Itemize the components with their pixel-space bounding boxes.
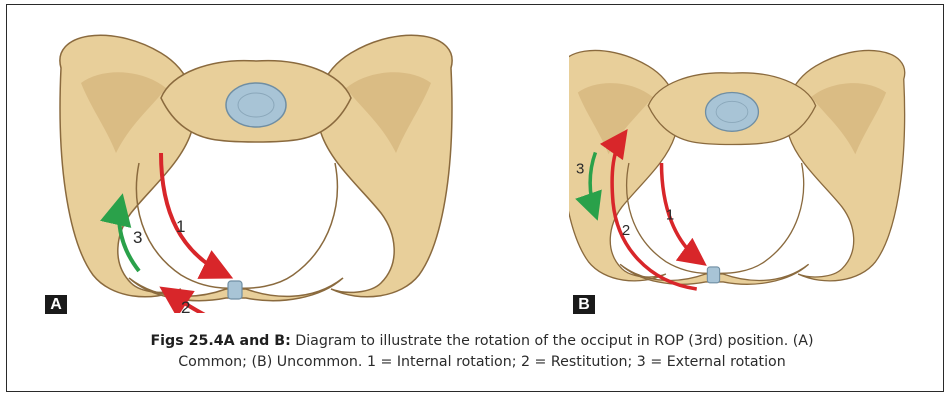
figure-caption: Figs 25.4A and B: Diagram to illustrate … xyxy=(67,331,897,373)
pubic-symphysis xyxy=(707,267,719,283)
pelvis-illustration-b: 1 2 3 xyxy=(569,13,939,313)
label-external-rotation: 3 xyxy=(133,228,142,247)
label-external-rotation: 3 xyxy=(576,161,584,178)
panel-b-badge: B xyxy=(573,295,595,314)
pelvic-brim xyxy=(627,163,804,273)
caption-text-1: Diagram to illustrate the rotation of th… xyxy=(295,333,813,349)
pelvis-panel-a: 1 2 3 xyxy=(21,13,491,323)
pelvis-illustration-a: 1 2 3 xyxy=(21,13,491,313)
label-restitution: 2 xyxy=(181,298,190,313)
caption-line-2: Common; (B) Uncommon. 1 = Internal rotat… xyxy=(67,352,897,373)
panel-a-badge: A xyxy=(45,295,67,314)
pelvic-brim xyxy=(136,163,337,288)
caption-line-1: Figs 25.4A and B: Diagram to illustrate … xyxy=(67,331,897,352)
label-internal-rotation: 1 xyxy=(176,217,185,236)
figure-frame: 1 2 3 xyxy=(6,4,944,392)
pubic-symphysis xyxy=(228,281,242,299)
vertebral-disc xyxy=(226,83,286,127)
label-internal-rotation: 1 xyxy=(666,206,674,223)
label-restitution: 2 xyxy=(622,222,630,239)
vertebral-disc xyxy=(706,93,759,132)
caption-label: Figs 25.4A and B: xyxy=(150,333,290,349)
arrow-internal-rotation xyxy=(161,153,226,275)
pelvis-panel-b: 1 2 3 xyxy=(569,13,952,323)
